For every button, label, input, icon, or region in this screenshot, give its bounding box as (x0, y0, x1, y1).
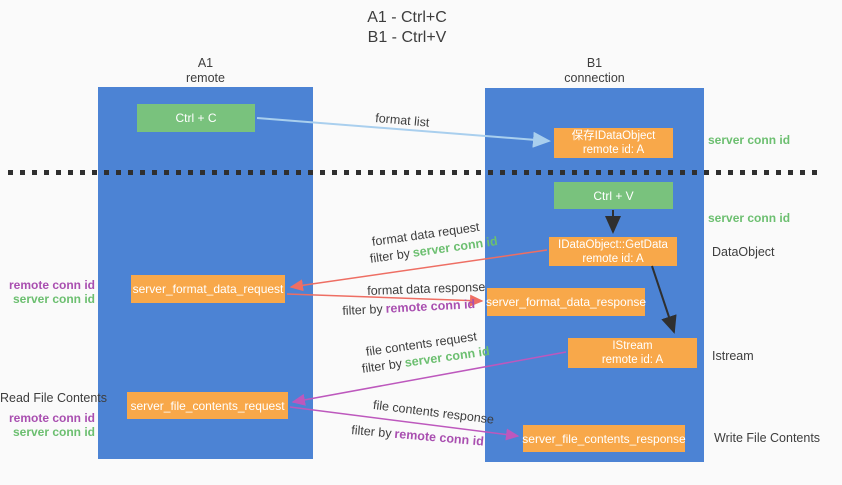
right-label-write-file-contents: Write File Contents (714, 431, 821, 445)
filter-by-text: filter by (342, 301, 383, 318)
remote-conn-id-text: remote conn id (385, 297, 476, 316)
node-save-idataobject: 保存IDataObject remote id: A (554, 128, 673, 158)
left-label-remote-conn-id-top: remote conn id (8, 278, 95, 292)
right-label-server-conn-id-mid: server conn id (708, 211, 791, 225)
column-a1-name: A1 (197, 56, 214, 70)
node-server-format-data-response: server_format_data_response (485, 288, 647, 316)
left-label-read-file-contents: Read File Contents (0, 391, 108, 405)
column-a1-subtitle: remote (186, 71, 225, 85)
left-label-remote-conn-id-bottom: remote conn id (8, 411, 95, 425)
title-line-1: A1 - Ctrl+C (367, 9, 447, 26)
title-line-2: B1 - Ctrl+V (367, 29, 447, 46)
label-format-list: format list (374, 111, 430, 130)
diagram-title: A1 - Ctrl+C B1 - Ctrl+V (307, 8, 507, 48)
label-format-data-response: format data response (367, 279, 486, 298)
filter-by-text: filter by (369, 246, 411, 266)
label-file-contents-response: file contents response (372, 398, 495, 427)
left-label-server-conn-id-top: server conn id (12, 292, 95, 306)
node-getdata-line1: IDataObject::GetData (558, 238, 668, 251)
node-istream-line1: IStream (612, 340, 653, 352)
node-server-format-data-request-label: server_format_data_request (132, 282, 284, 296)
node-istream: IStream remote id: A (568, 338, 697, 368)
node-getdata-line2: remote id: A (582, 252, 644, 265)
node-ctrl-v: Ctrl + V (554, 182, 673, 209)
filter-by-text: filter by (350, 423, 393, 441)
node-server-file-contents-response-label: server_file_contents_response (522, 431, 686, 446)
node-server-file-contents-request: server_file_contents_request (127, 392, 288, 419)
node-save-idataobject-line2: remote id: A (582, 144, 645, 156)
node-idataobject-getdata: IDataObject::GetData remote id: A (549, 237, 677, 266)
node-server-format-data-response-label: server_format_data_response (485, 295, 647, 309)
filter-by-text: filter by (361, 356, 403, 376)
column-b1-name: B1 (586, 56, 603, 70)
column-b1-subtitle: connection (564, 71, 625, 85)
right-label-server-conn-id-top: server conn id (708, 133, 791, 147)
node-server-format-data-request: server_format_data_request (131, 275, 285, 303)
left-label-server-conn-id-bottom: server conn id (12, 425, 95, 439)
remote-conn-id-text: remote conn id (393, 426, 485, 449)
node-ctrl-c-label: Ctrl + C (175, 111, 217, 125)
node-server-file-contents-request-label: server_file_contents_request (130, 398, 285, 413)
column-b1-header: B1 connection (485, 56, 704, 86)
node-server-file-contents-response: server_file_contents_response (522, 425, 686, 452)
node-ctrl-v-label: Ctrl + V (593, 188, 634, 203)
right-label-istream: Istream (712, 349, 754, 363)
right-label-dataobject: DataObject (712, 245, 775, 259)
dotted-divider-line (8, 170, 824, 175)
column-a1-header: A1 remote (98, 56, 313, 86)
node-istream-line2: remote id: A (601, 354, 664, 366)
node-save-idataobject-line1: 保存IDataObject (571, 130, 656, 142)
node-ctrl-c: Ctrl + C (137, 104, 255, 132)
